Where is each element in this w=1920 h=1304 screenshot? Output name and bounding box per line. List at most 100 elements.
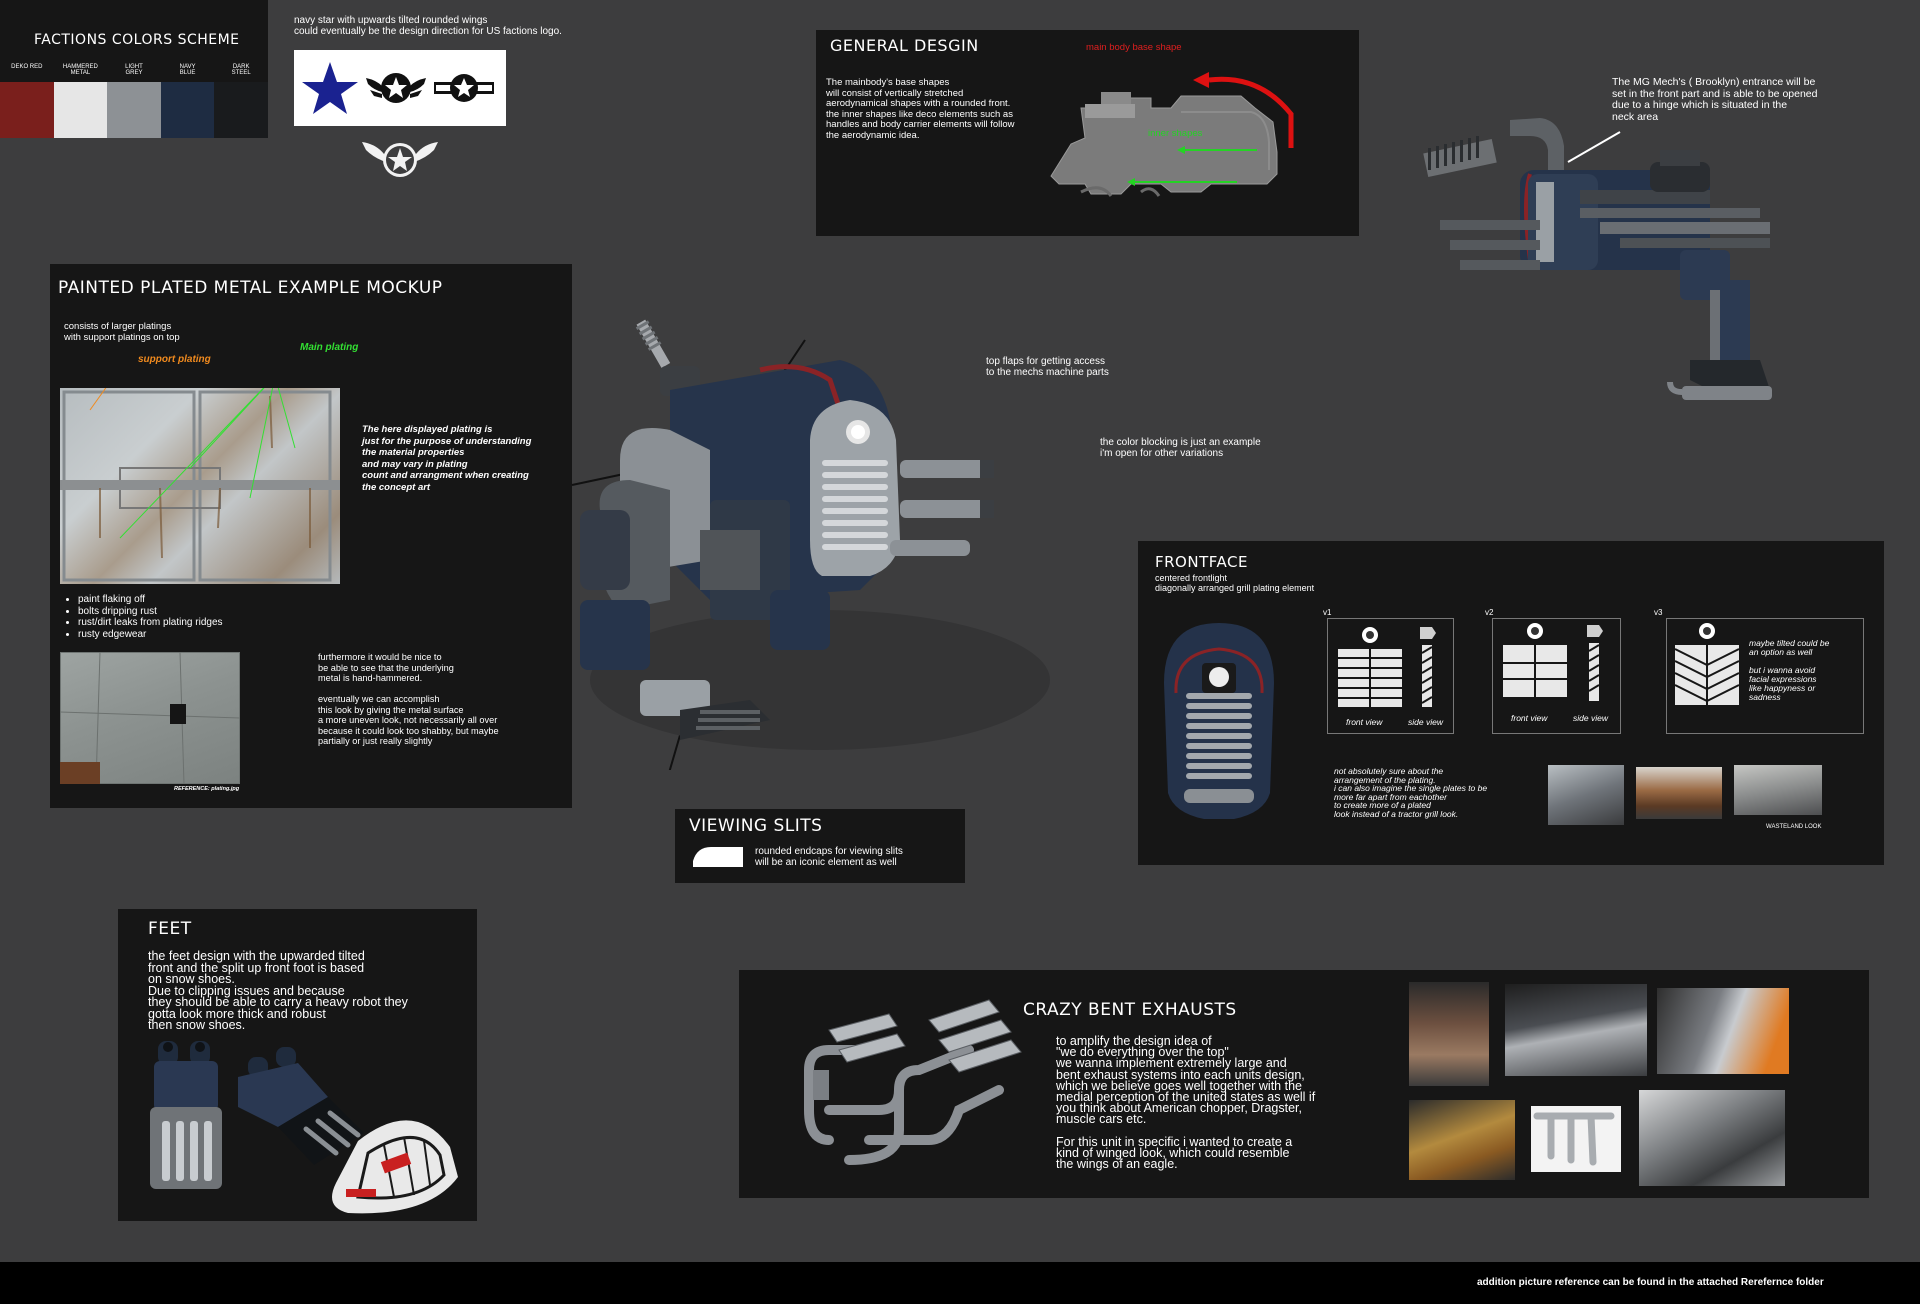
feet-panel: FEET the feet design with the upwarded t… [118, 909, 477, 1221]
main-plating-label: Main plating [300, 342, 359, 353]
v3-chevron-view [1674, 623, 1740, 705]
inner-shapes-label: inner shapes [1148, 128, 1203, 139]
main-body-label: main body base shape [1086, 42, 1182, 53]
footer-bar: addition picture reference can be found … [0, 1262, 1920, 1304]
exhaust-render [804, 999, 1022, 1165]
swatch-hammered-metal: HAMMERED METAL [53, 64, 108, 138]
endcap-shape-icon [693, 847, 743, 867]
plating-bullets: paint flaking off bolts dripping rust ru… [58, 594, 223, 640]
exhaust-body: to amplify the design idea of "we do eve… [1056, 1034, 1316, 1172]
logo-box [294, 50, 506, 126]
snowshoe-photo [332, 1120, 458, 1214]
plating-note: The here displayed plating is just for t… [362, 424, 532, 493]
swatch-color [107, 82, 161, 138]
frontface-title: FRONTFACE [1155, 553, 1248, 571]
feet-title: FEET [148, 919, 192, 939]
viewing-slits-panel: VIEWING SLITS rounded endcaps for viewin… [675, 809, 965, 883]
wasteland-photo-1 [1548, 765, 1624, 825]
star-logos [302, 62, 494, 114]
v2-box: front view side view [1492, 618, 1621, 734]
swatch-color [214, 82, 268, 138]
swatch-deko-red: DEKO RED [0, 64, 54, 138]
exhaust-title: CRAZY BENT EXHAUSTS [1023, 1000, 1237, 1020]
swatch-label: DEKO RED [11, 64, 43, 70]
navy-star-icon [302, 62, 358, 114]
plated-metal-panel: PAINTED PLATED METAL EXAMPLE MOCKUP cons… [50, 264, 572, 808]
feet-renders [150, 1041, 458, 1214]
winged-star-logo-icon [362, 142, 438, 177]
swatch-navy-blue: NAVY BLUE [160, 64, 215, 138]
wasteland-photo-3 [1734, 765, 1822, 815]
plated-sub: consists of larger platings with support… [64, 321, 180, 343]
winged-star-icon [366, 73, 426, 103]
plating-reference-image [60, 652, 240, 784]
foot-front-render [150, 1041, 222, 1189]
swatch-label: DARK STEEL [231, 64, 251, 76]
exhaust-panel: CRAZY BENT EXHAUSTS to amplify the desig… [739, 970, 1869, 1198]
v3-note: maybe tilted could be an option as well … [1749, 638, 1830, 702]
v1-front-side-view [1338, 627, 1436, 707]
feet-body: the feet design with the upwarded tilted… [148, 949, 408, 1032]
reference-photo [60, 652, 240, 784]
palette-title: FACTIONS COLORS SCHEME [34, 32, 240, 48]
frontface-sub: centered frontlight diagonally arranged … [1155, 573, 1315, 593]
palette-panel: FACTIONS COLORS SCHEME DEKO RED HAMMERED… [0, 0, 268, 138]
v2-front-side-view [1503, 623, 1603, 701]
bullet-item: bolts dripping rust [78, 606, 223, 618]
v2-side-view-label: side view [1573, 713, 1608, 723]
general-title: GENERAL DESGIN [830, 36, 979, 55]
frontface-panel: FRONTFACE centered frontlight diagonally… [1138, 541, 1884, 865]
v1-side-view-label: side view [1408, 717, 1443, 727]
mg-note: The MG Mech's ( Brooklyn) entrance will … [1612, 76, 1818, 123]
top-flaps-note: top flaps for getting access to the mech… [986, 356, 1109, 378]
frontface-render [1164, 623, 1274, 819]
exhaust-photo-5 [1531, 1106, 1621, 1172]
bullet-item: rust/dirt leaks from plating ridges [78, 617, 223, 629]
v2-label: v2 [1485, 608, 1494, 617]
v1-box: front view side view [1327, 618, 1454, 734]
exhaust-photo-2 [1505, 984, 1647, 1076]
swatch-row: DEKO RED HAMMERED METAL LIGHT GREY NAVY … [0, 64, 268, 138]
support-plating-label: support plating [138, 354, 211, 365]
plating-texture [60, 388, 340, 582]
swatch-color [0, 82, 54, 138]
mech-side-view [1423, 118, 1772, 400]
swatch-color [160, 82, 215, 138]
pipes-photo [1533, 1112, 1615, 1166]
plated-title: PAINTED PLATED METAL EXAMPLE MOCKUP [58, 278, 443, 298]
general-design-panel: GENERAL DESGIN The mainbody's base shape… [816, 30, 1359, 236]
exhaust-photo-1 [1409, 982, 1489, 1086]
bullet-item: rusty edgewear [78, 629, 223, 641]
exhaust-photo-3 [1657, 988, 1789, 1074]
swatch-color [53, 82, 108, 138]
foot-angle-render [238, 1047, 364, 1165]
plating-texture-image [60, 388, 340, 584]
exhaust-photo-4 [1409, 1100, 1515, 1180]
plating-body2: furthermore it would be nice to be able … [318, 652, 499, 746]
viewing-title: VIEWING SLITS [689, 816, 823, 836]
swatch-label: LIGHT GREY [125, 64, 143, 76]
wasteland-caption: WASTELAND LOOK [1766, 824, 1822, 830]
exhaust-photo-6 [1639, 1090, 1785, 1186]
wasteland-photo-2 [1636, 767, 1722, 819]
color-note: the color blocking is just an example i'… [1100, 437, 1261, 459]
general-body: The mainbody's base shapes will consist … [826, 77, 1015, 141]
v3-label: v3 [1654, 608, 1663, 617]
reference-caption: REFERENCE: plating.jpg [174, 786, 240, 792]
logo-note: navy star with upwards tilted rounded wi… [294, 15, 562, 37]
swatch-label: HAMMERED METAL [62, 64, 98, 76]
footer-note: addition picture reference can be found … [1477, 1277, 1824, 1288]
v2-front-view-label: front view [1511, 713, 1548, 723]
winged-logo [358, 136, 442, 180]
frontface-bottom-note: not absolutely sure about the arrangemen… [1334, 766, 1488, 819]
swatch-light-grey: LIGHT GREY [107, 64, 161, 138]
bullet-item: paint flaking off [78, 594, 223, 606]
roundel-star-icon [434, 74, 494, 102]
v1-front-view-label: front view [1346, 717, 1383, 727]
central-mech-render [571, 319, 1050, 770]
main-body-silhouette [1050, 72, 1294, 197]
v3-box: maybe tilted could be an option as well … [1666, 618, 1864, 734]
swatch-dark-steel: DARK STEEL [214, 64, 268, 138]
viewing-body: rounded endcaps for viewing slits will b… [755, 846, 903, 868]
swatch-label: NAVY BLUE [179, 64, 196, 76]
